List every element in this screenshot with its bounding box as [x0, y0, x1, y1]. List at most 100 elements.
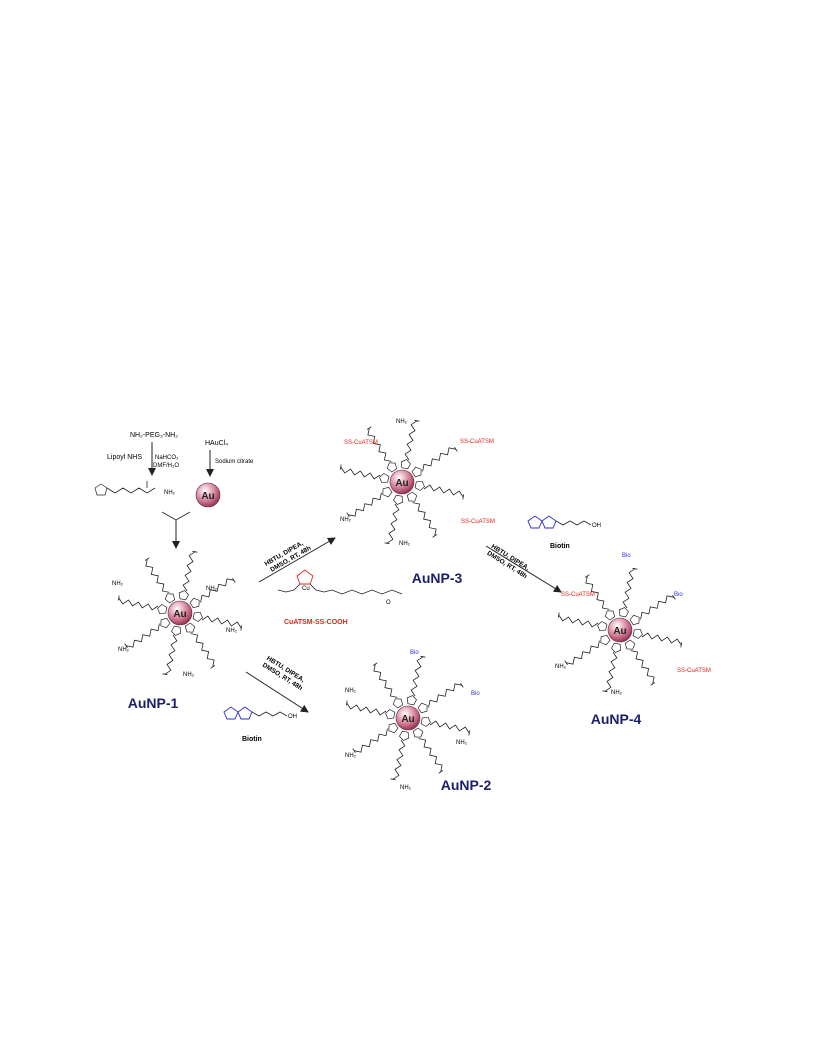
ligand-chain	[404, 420, 418, 461]
dithiolane-ring	[411, 466, 422, 478]
carbonyl-bond	[117, 595, 120, 601]
ligand-chain	[585, 576, 610, 610]
aunp1-core	[167, 600, 193, 626]
ligand-chain	[641, 632, 682, 646]
gold-nanoparticle-seed: Au	[195, 482, 221, 508]
carbonyl-bond	[372, 662, 378, 666]
carbonyl-bond	[468, 730, 471, 736]
aunp4-structure: Bio Bio SS-CuATSM SS-CuATSM NH₂ NH₂ Au A…	[555, 553, 711, 727]
aunp2-label: AuNP-2	[441, 777, 492, 793]
carbonyl-bond	[390, 778, 396, 781]
aunp3-structure: SS-CuATSM SS-CuATSM SS-CuATSM NH₂ NH₂ NH…	[339, 419, 495, 586]
dithiolane-ring	[417, 702, 428, 714]
route-to-aunp3: HBTU, DIPEA, DMSO, RT, 48h Cu O CuATSM-S…	[258, 537, 403, 626]
ligand-chain	[566, 640, 600, 665]
aunp4-core	[607, 617, 633, 643]
ligand-chain	[373, 664, 398, 698]
carbonyl-bond	[240, 625, 243, 631]
dithiolane-ring	[157, 604, 168, 615]
carbonyl-bond	[339, 464, 342, 470]
aunp3-cuatsm-se: SS-CuATSM	[461, 519, 495, 525]
dithiolane-ring	[399, 730, 410, 741]
carbonyl-bond	[420, 655, 426, 658]
dithiolane-ring	[624, 639, 636, 650]
haucl4-label: HAuCl₄	[205, 440, 228, 447]
ligand-chain	[429, 720, 470, 734]
ligand-chain	[423, 484, 464, 498]
dithiolane-ring	[388, 722, 399, 734]
dithiolane-ring	[189, 597, 200, 609]
carbonyl-bond	[602, 690, 608, 693]
ligand-chain	[630, 650, 655, 684]
carbonyl-bond	[462, 494, 465, 500]
dithiolane-ring	[392, 698, 404, 709]
route-to-aunp2: HBTU, DIPEA, DMSO, RT, 48h OH Biotin	[223, 655, 309, 743]
aunp2-sub-e: NH₂	[456, 740, 468, 746]
dithiolane-ring	[604, 610, 616, 621]
cuatsm-o: O	[386, 600, 391, 606]
aunp1-sub-sw: NH₂	[118, 647, 130, 653]
aunp4-sub-s: NH₂	[611, 690, 623, 696]
aunp2-structure: Bio Bio NH₂ NH₂ NH₂ NH₂ Au AuNP-2	[345, 650, 491, 793]
ligand-chain	[558, 614, 599, 628]
ligand-chain	[412, 502, 437, 536]
lipoyl-ligand-structure: NH₂	[94, 481, 176, 496]
ligand-chain	[201, 615, 242, 629]
carbonyl-bond	[346, 512, 350, 518]
dithiolane-ring	[406, 491, 418, 502]
dithiolane-ring	[171, 625, 182, 636]
aunp4-bio-right: Bio	[674, 592, 683, 598]
aunp3-sub-s: NH₂	[399, 541, 411, 547]
ligand-chain	[348, 492, 382, 517]
carbonyl-bond	[672, 594, 676, 600]
carbonyl-bond	[124, 643, 128, 649]
ligand-chain	[346, 702, 387, 716]
biotin-name-a: Biotin	[242, 736, 262, 743]
aunp2-core	[395, 705, 421, 731]
route-to-aunp4: OH Biotin HBTU, DIPEA, DMSO, RT, 48h	[485, 515, 601, 593]
ligand-amine: NH₂	[164, 490, 176, 496]
arrow-3-to-4	[485, 545, 562, 593]
aunp2-bio-right: Bio	[471, 691, 480, 697]
starting-materials: NH₂-PEG₃-NH₂ Lipoyl NHS NaHCO₃ DMF/H₂O H…	[94, 432, 254, 549]
aunp1-sub-ne: NH₂	[206, 586, 218, 592]
aunp3-core	[389, 469, 415, 495]
aunp1-structure: NH₂ NH₂ NH₂ NH₂ NH₂ Au AuNP-1	[112, 550, 243, 711]
dithiolane-ring	[618, 607, 629, 618]
dithiolane-ring	[379, 473, 390, 484]
aunp4-cuatsm-nw: SS-CuATSM	[561, 592, 595, 598]
carbonyl-bond	[454, 446, 458, 452]
aunp4-au-label: Au	[613, 626, 626, 637]
carbonyl-bond	[352, 748, 356, 754]
dithiolane-ring	[414, 480, 425, 491]
cuatsm-ss-cooh-structure: Cu O	[277, 569, 403, 606]
nahco3-label: NaHCO₃	[155, 455, 179, 461]
aunp4-bio-top: Bio	[622, 553, 631, 559]
ligand-chain	[340, 466, 381, 480]
aunp1-label: AuNP-1	[128, 695, 179, 711]
dithiolane-ring	[382, 486, 393, 498]
ligand-chain	[145, 559, 170, 593]
ligand-chain	[386, 503, 400, 544]
aunp3-au-label: Au	[395, 478, 408, 489]
carbonyl-bond	[650, 682, 656, 686]
dithiolane-ring	[632, 628, 643, 639]
aunp1-sub-s: NH₂	[183, 672, 195, 678]
dithiolane-ring	[420, 716, 431, 727]
dithiolane-ring	[393, 494, 404, 505]
ligand-chain	[200, 578, 234, 603]
dithiolane-ring	[629, 614, 640, 626]
dithiolane-ring	[184, 622, 196, 633]
carbonyl-bond	[460, 682, 464, 688]
dmf-water-label: DMF/H₂O	[153, 463, 179, 469]
carbonyl-bond	[414, 419, 420, 422]
ligand-chain	[604, 651, 618, 692]
aunp3-cuatsm-ne: SS-CuATSM	[460, 439, 494, 445]
aunp4-label: AuNP-4	[591, 711, 642, 727]
dithiolane-ring	[160, 617, 171, 629]
aunp2-sub-sw: NH₂	[345, 753, 357, 759]
cu-center: Cu	[302, 586, 310, 592]
biotin-b-oh: OH	[592, 523, 601, 529]
carbonyl-bond	[632, 567, 638, 570]
